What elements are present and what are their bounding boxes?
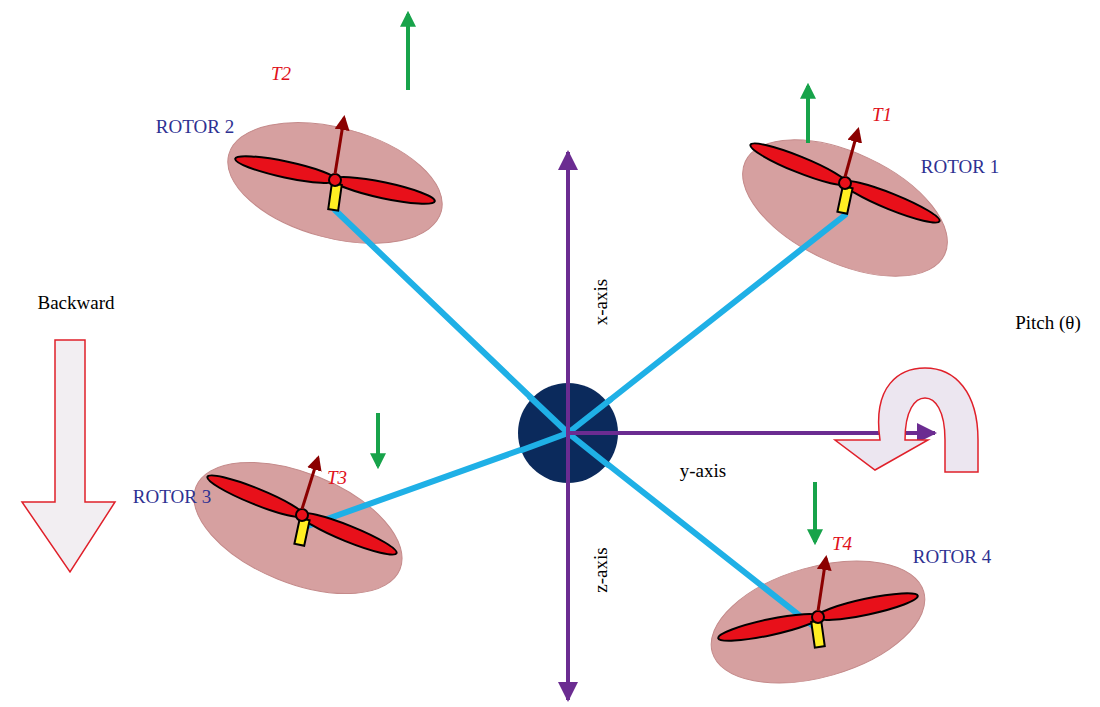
rotor-disks <box>175 101 968 705</box>
motion-arrows <box>378 14 815 542</box>
axis-name: z-axis <box>591 547 610 592</box>
rotor-blades <box>204 137 942 647</box>
axis-centre <box>568 383 618 483</box>
thrust-vectors <box>302 118 858 611</box>
rotor-name: ROTOR 3 <box>133 487 211 506</box>
thrust-label: T1 <box>872 105 892 124</box>
direction-label: Backward <box>37 293 114 312</box>
rotor-name: ROTOR 2 <box>156 117 234 136</box>
pitch-arrow <box>835 368 978 472</box>
thrust-label: T4 <box>832 534 852 553</box>
thrust-label: T3 <box>327 468 347 487</box>
frame-arms <box>302 210 845 630</box>
rotation-label: Pitch (θ) <box>1015 313 1081 332</box>
rotor-name: ROTOR 4 <box>913 547 991 566</box>
rotor-name: ROTOR 1 <box>921 157 999 176</box>
central-body <box>518 383 618 483</box>
axis-name: x-axis <box>591 279 610 325</box>
backward-arrow <box>22 340 115 572</box>
axis-name: y-axis <box>680 461 726 480</box>
thrust-label: T2 <box>271 64 291 83</box>
